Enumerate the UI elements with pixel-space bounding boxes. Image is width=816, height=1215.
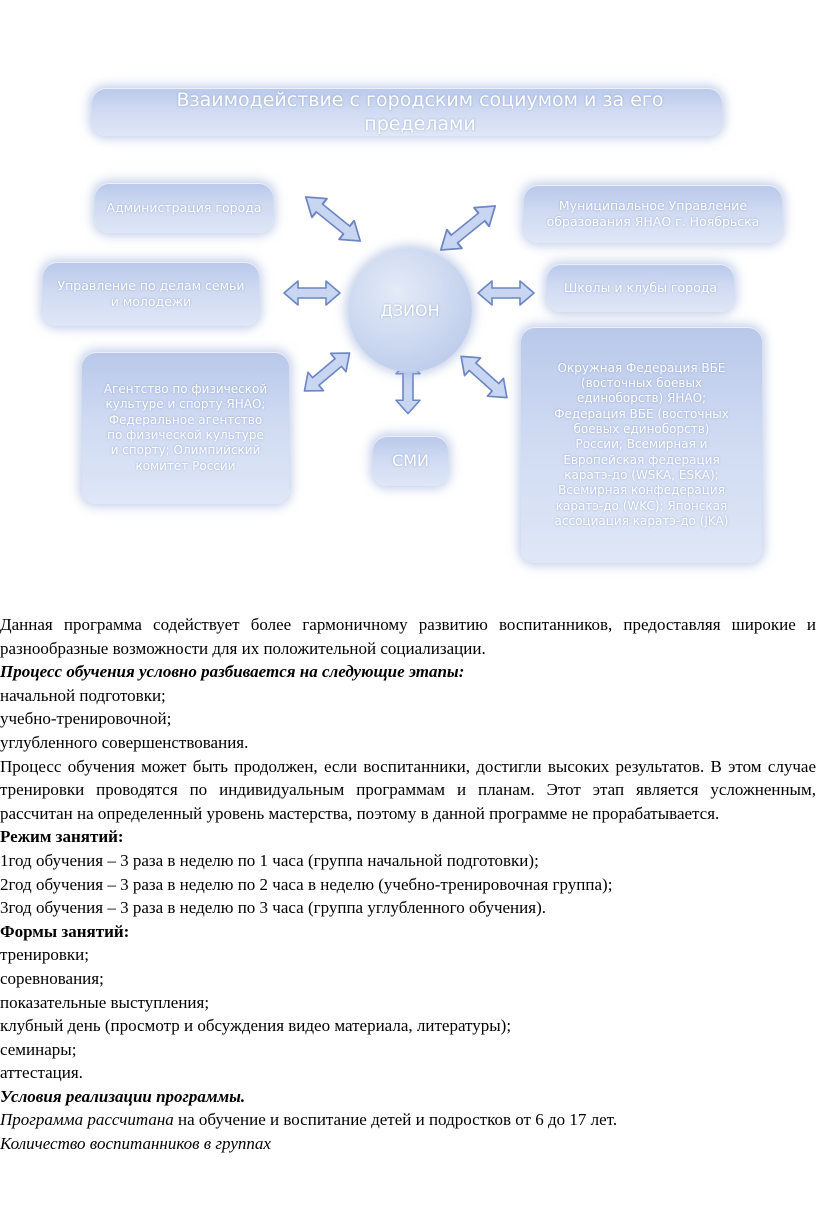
- box-sport-agency: Агентство по физической культуре и спорт…: [82, 352, 289, 504]
- box-line: (восточных боевых: [580, 375, 703, 390]
- heading-forms: Формы занятий:: [0, 921, 130, 941]
- paragraph-continuation: Процесс обучения может быть продолжен, е…: [0, 756, 816, 823]
- box-federations: Окружная Федерация ВБЕ (восточных боевых…: [521, 327, 762, 563]
- paragraph-intro: Данная программа содействует более гармо…: [0, 615, 816, 658]
- arrow-family: [283, 280, 341, 306]
- document-body: Данная программа содействует более гармо…: [0, 613, 816, 1156]
- diagram-title: Взаимодействие с городским социумом и за…: [92, 88, 722, 136]
- box-line: образования ЯНАО г. Ноябрьска: [546, 214, 760, 229]
- box-municipal-education: Муниципальное Управление образования ЯНА…: [524, 185, 782, 243]
- box-line: боевых единоборств): [573, 421, 710, 436]
- box-schools-clubs: Школы и клубы города: [547, 264, 734, 312]
- program-label: Программа рассчитана: [0, 1110, 174, 1130]
- list-item: 2год обучения – 3 раза в неделю по 2 час…: [0, 874, 613, 894]
- box-line: комитет России: [135, 458, 236, 473]
- list-item: соревнования;: [0, 968, 104, 988]
- interaction-diagram: Взаимодействие с городским социумом и за…: [0, 0, 816, 600]
- box-line: каратэ-до (WSKA, ESKA);: [564, 468, 719, 483]
- box-line: и спорту; Олимпийский: [110, 443, 261, 458]
- arrow-federation: [452, 346, 516, 408]
- arrow-municipal: [432, 195, 504, 261]
- box-family-youth: Управление по делам семьи и молодежи: [43, 262, 259, 326]
- box-line: Европейская федерация: [563, 452, 720, 467]
- arrow-admin: [297, 186, 369, 252]
- heading-conditions: Условия реализации программы.: [0, 1086, 246, 1106]
- box-line: каратэ-до (WKC); Японская: [555, 498, 728, 513]
- box-line: России; Всемирная и: [575, 437, 708, 452]
- heading-stages: Процесс обучения условно разбивается на …: [0, 662, 465, 682]
- box-line: Федеральное агентство: [108, 412, 263, 427]
- box-line: и молодежи: [110, 294, 192, 309]
- groups-label: Количество воспитанников в группах: [0, 1134, 271, 1154]
- heading-schedule: Режим занятий:: [0, 827, 124, 847]
- list-item: учебно-тренировочной;: [0, 709, 172, 729]
- box-line: Окружная Федерация ВБЕ: [557, 360, 726, 375]
- box-line: по физической культуре: [107, 428, 264, 442]
- box-line: Управление по делам семьи: [57, 278, 245, 293]
- list-item: 1год обучения – 3 раза в неделю по 1 час…: [0, 850, 539, 870]
- box-line: Муниципальное Управление: [558, 198, 748, 213]
- list-item: аттестация.: [0, 1063, 83, 1083]
- list-item: углубленного совершенствования.: [0, 732, 249, 752]
- list-item: семинары;: [0, 1039, 77, 1059]
- list-item: тренировки;: [0, 945, 89, 965]
- box-line: Агентство по физической: [103, 381, 268, 396]
- program-text: на обучение и воспитание детей и подрост…: [173, 1110, 618, 1130]
- box-media: СМИ: [373, 436, 448, 486]
- list-item: клубный день (просмотр и обсуждения виде…: [0, 1016, 512, 1036]
- box-city-administration: Администрация города: [95, 183, 273, 233]
- box-line: Всемирная конфедерация: [558, 483, 725, 498]
- arrow-schools: [477, 280, 535, 306]
- box-line: ассоциация каратэ-до (JKA): [554, 514, 729, 529]
- box-line: Федерация ВБЕ (восточных: [554, 406, 729, 421]
- list-item: 3год обучения – 3 раза в неделю по 3 час…: [0, 898, 546, 918]
- box-line: единоборств) ЯНАО;: [576, 391, 707, 406]
- paragraph-program: Программа рассчитана на обучение и воспи…: [0, 1108, 816, 1132]
- arrow-agency: [295, 343, 359, 401]
- list-item: показательные выступления;: [0, 992, 210, 1012]
- box-line: культуре и спорту ЯНАО;: [105, 397, 266, 412]
- list-item: начальной подготовки;: [0, 685, 166, 705]
- center-node: ДЗИОН: [348, 248, 472, 372]
